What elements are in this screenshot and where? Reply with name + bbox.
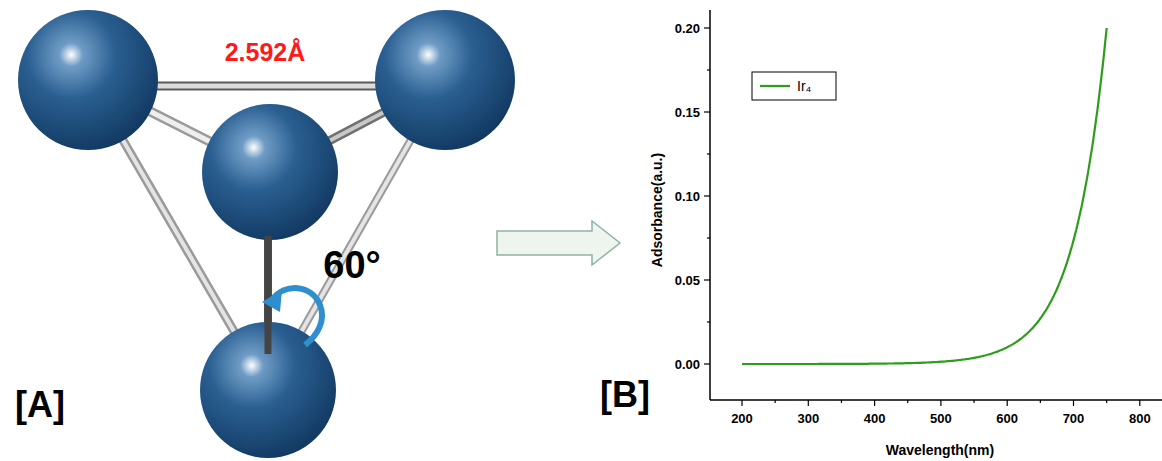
tick (874, 400, 875, 406)
tick (775, 400, 776, 403)
chart-axes (710, 10, 1162, 400)
arrowhead (262, 290, 282, 312)
iridium-atom (375, 10, 515, 150)
tick (808, 400, 809, 406)
tick-label: 0.15 (675, 105, 700, 120)
tick-label: 800 (1129, 411, 1151, 426)
tick-label: 400 (864, 411, 886, 426)
transition-arrow (497, 221, 620, 265)
tick (704, 363, 710, 364)
tick-label: 700 (1063, 411, 1085, 426)
axis-title: Wavelength(nm) (886, 442, 994, 458)
bond (88, 80, 445, 390)
tick-label: 0.00 (675, 357, 700, 372)
bond (264, 230, 272, 355)
bond (265, 236, 272, 354)
tick (1139, 400, 1140, 406)
bond-length: 2.592Å (225, 38, 306, 67)
bond-angle: 60° (323, 244, 380, 287)
axis-title: Adsorbance(a.u.) (649, 153, 665, 267)
panel-label: [B] (600, 374, 650, 416)
tick (907, 400, 908, 403)
tick (841, 400, 842, 403)
tick (707, 69, 710, 70)
tick (1073, 400, 1074, 406)
legend-text: Ir₄ (797, 78, 811, 94)
iridium-atom (18, 10, 158, 150)
panel-label: [A] (15, 384, 65, 426)
tick (940, 400, 941, 406)
tick (1007, 400, 1008, 406)
tick (1106, 400, 1107, 403)
iridium-atom (202, 104, 338, 240)
axis-ticks (704, 28, 1140, 406)
tick-label: 200 (731, 411, 753, 426)
tick (707, 153, 710, 154)
tick (704, 279, 710, 280)
tick (973, 400, 974, 403)
tick-label: 0.05 (675, 273, 700, 288)
tick (704, 27, 710, 28)
tick-label: 500 (930, 411, 952, 426)
tick (741, 400, 742, 406)
tick-label: 0.10 (675, 189, 700, 204)
tick-label: 600 (996, 411, 1018, 426)
tick (704, 111, 710, 112)
tick-label: 300 (797, 411, 819, 426)
tick (707, 237, 710, 238)
absorbance-curve (742, 28, 1107, 364)
legend-frame (752, 72, 836, 100)
tick (1040, 400, 1041, 403)
legend-sample (760, 85, 790, 87)
tick (707, 321, 710, 322)
tick (704, 195, 710, 196)
tick-label: 0.20 (675, 21, 700, 36)
